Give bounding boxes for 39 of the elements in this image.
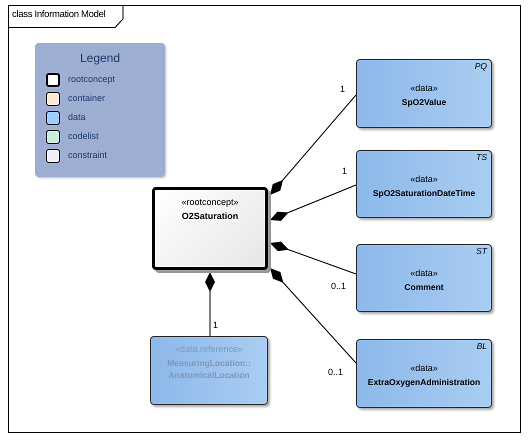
- class-name: Comment: [403, 281, 445, 293]
- multiplicity-label: 1: [339, 84, 346, 95]
- class-name: SpO2Value: [400, 96, 448, 108]
- stereotype-label: «data»: [409, 267, 439, 279]
- class-name: MeasuringLocation:: AnatomicalLocation: [166, 357, 252, 381]
- class-box: [356, 150, 492, 218]
- stereotype-label: «data,reference»: [174, 343, 244, 355]
- class-box: [356, 244, 492, 312]
- legend-label: codelist: [68, 131, 99, 141]
- legend-title: Legend: [78, 51, 122, 65]
- class-name: SpO2SaturationDateTime: [372, 187, 476, 199]
- class-box: [356, 59, 492, 128]
- type-label: BL: [476, 341, 487, 351]
- type-label: ST: [476, 246, 487, 256]
- stereotype-label: «rootconcept»: [180, 196, 240, 208]
- root-class-box: [152, 187, 268, 270]
- composition-connector: [270, 184, 356, 221]
- type-label: TS: [476, 152, 487, 162]
- diagram-title: class Information Model: [12, 9, 106, 20]
- multiplicity-label: 0..1: [327, 367, 344, 378]
- multiplicity-label: 1: [341, 166, 348, 177]
- class-box: [356, 339, 492, 408]
- legend-label: constraint: [68, 150, 108, 160]
- multiplicity-label: 0..1: [330, 281, 348, 292]
- stereotype-label: «data»: [409, 173, 439, 185]
- legend-label: rootconcept: [68, 74, 116, 84]
- legend-label: container: [68, 93, 106, 103]
- type-label: PQ: [474, 61, 487, 71]
- multiplicity-label: 1: [212, 320, 220, 331]
- legend-label: data: [68, 112, 86, 122]
- composition-connector: [270, 242, 356, 274]
- stereotype-label: «data»: [409, 82, 439, 94]
- class-name: ExtraOxygenAdministration: [366, 376, 482, 388]
- stereotype-label: «data»: [409, 362, 439, 374]
- class-box: [150, 336, 268, 405]
- composition-connector: [270, 268, 356, 364]
- composition-connector: [270, 94, 356, 196]
- class-name: O2Saturation: [180, 210, 240, 222]
- composition-connector: [205, 272, 215, 336]
